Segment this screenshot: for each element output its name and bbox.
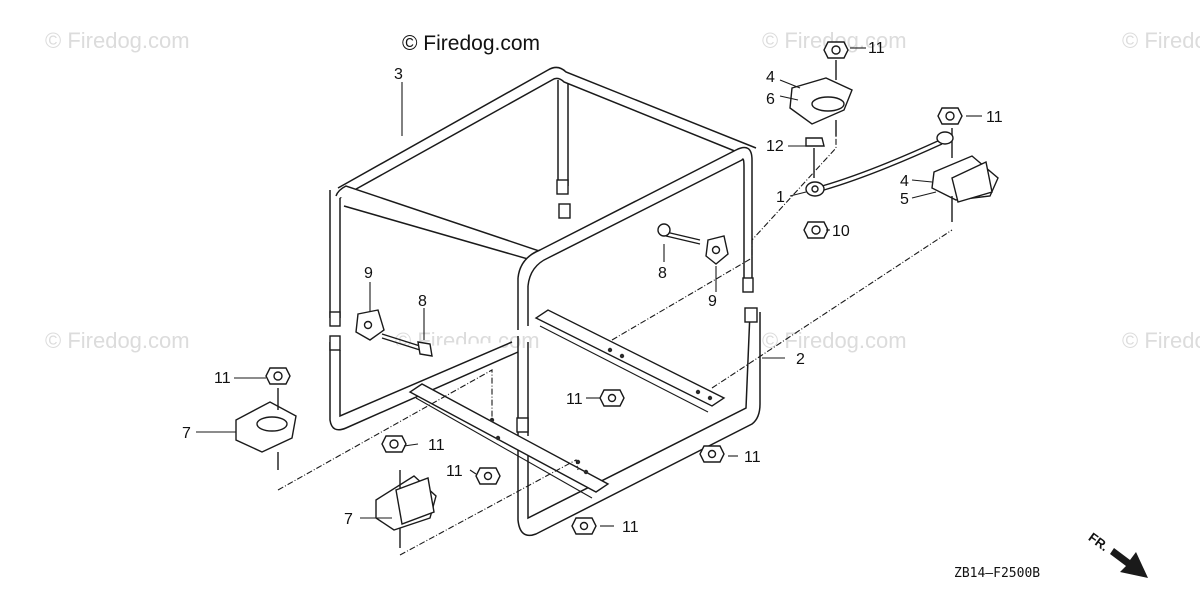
watermark: © Firedog.com xyxy=(762,328,907,353)
callout-11: 11 xyxy=(622,519,639,536)
callout-8: 8 xyxy=(418,293,427,310)
callout-11: 11 xyxy=(214,370,231,387)
callout-11: 11 xyxy=(868,40,885,57)
watermark: © Firedog.com xyxy=(45,28,190,53)
watermark-layer: © Firedog.com © Firedog.com © Firedog.co… xyxy=(45,28,1200,353)
bracket-bolt-right xyxy=(657,223,729,265)
callout-5: 5 xyxy=(900,191,909,208)
callout-4: 4 xyxy=(900,173,909,190)
bracket-bolt-left xyxy=(355,309,433,357)
callout-6: 6 xyxy=(766,91,775,108)
callout-11: 11 xyxy=(744,449,761,466)
ground-cable xyxy=(803,131,954,239)
credit-text: © Firedog.com xyxy=(402,32,540,55)
callout-4: 4 xyxy=(766,69,775,86)
mount-rubber-bottom xyxy=(375,435,437,548)
callout-11: 11 xyxy=(428,437,445,454)
frame-nuts xyxy=(475,389,725,535)
watermark: © Firedog.com xyxy=(1122,328,1200,353)
front-label: FR. xyxy=(1086,530,1112,554)
arrow-icon xyxy=(1110,548,1148,578)
callout-7: 7 xyxy=(182,425,191,442)
mount-rubber-left xyxy=(235,367,297,470)
upper-frame-part-3 xyxy=(329,66,757,330)
callout-labels: 3 2 4 6 11 11 12 1 10 4 5 8 9 9 8 11 7 1… xyxy=(182,40,1003,536)
callout-8: 8 xyxy=(658,265,667,282)
callout-1: 1 xyxy=(776,189,785,206)
callout-11: 11 xyxy=(566,391,583,408)
callout-9: 9 xyxy=(364,265,373,282)
callout-10: 10 xyxy=(832,223,850,240)
front-arrow: FR. xyxy=(1086,530,1148,578)
callout-11: 11 xyxy=(446,463,463,480)
callout-12: 12 xyxy=(766,138,784,155)
lower-frame-part-2 xyxy=(329,307,761,537)
watermark: © Firedog.com xyxy=(45,328,190,353)
mount-rubber-top xyxy=(789,41,853,136)
watermark: © Firedog.com xyxy=(1122,28,1200,53)
callout-2: 2 xyxy=(796,351,805,368)
callout-7: 7 xyxy=(344,511,353,528)
callout-9: 9 xyxy=(708,293,717,310)
callout-3: 3 xyxy=(394,66,403,83)
diagram-code: ZB14—F2500B xyxy=(954,566,1040,581)
mount-rubber-right xyxy=(931,107,999,222)
callout-11: 11 xyxy=(986,109,1003,126)
leader-lines xyxy=(196,47,982,556)
